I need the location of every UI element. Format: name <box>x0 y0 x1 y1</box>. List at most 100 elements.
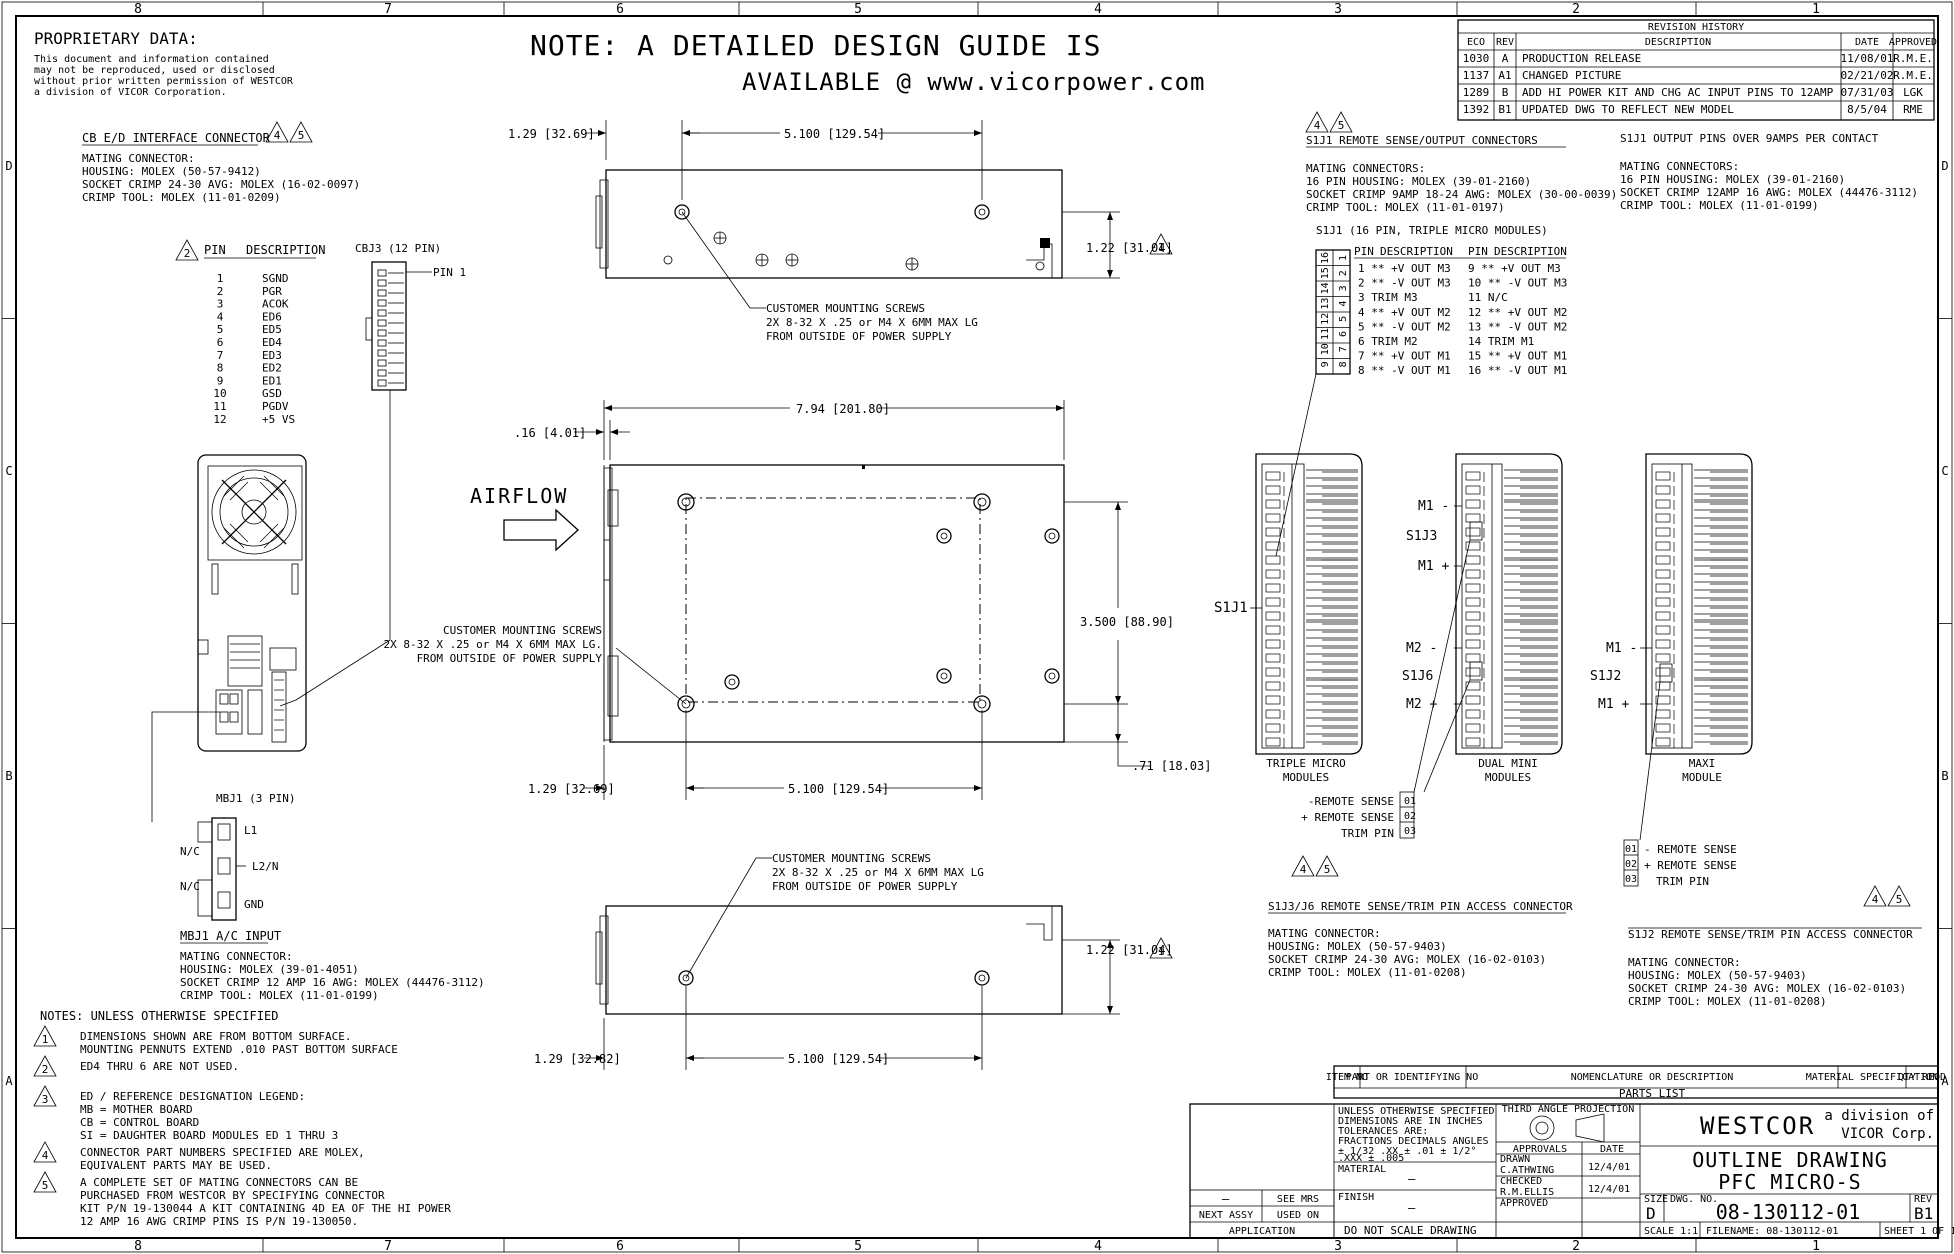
svg-text:08-130112-01: 08-130112-01 <box>1716 1200 1861 1224</box>
s1j1-conn-pin: 11 <box>1320 328 1331 340</box>
note-line: CB = CONTROL BOARD <box>80 1116 199 1129</box>
svg-text:MATING CONNECTOR:: MATING CONNECTOR: <box>180 950 293 963</box>
svg-text:12/4/01: 12/4/01 <box>1588 1184 1630 1195</box>
pin-number: 10 <box>213 387 226 400</box>
svg-text:5.100 [129.54]: 5.100 [129.54] <box>788 782 889 796</box>
note-flag-4d: 4 <box>1863 885 1887 907</box>
svg-text:1.29 [32.82]: 1.29 [32.82] <box>534 1052 621 1066</box>
rev-letter: B1 <box>1498 103 1511 116</box>
zone-label-top: 1 <box>1812 2 1820 17</box>
zone-label-left: B <box>5 769 12 783</box>
svg-text:3.500 [88.90]: 3.500 [88.90] <box>1080 615 1174 629</box>
zone-label-top: 5 <box>854 2 862 17</box>
svg-text:PIN: PIN <box>1354 245 1374 258</box>
s1j1-conn-pin: 7 <box>1338 346 1349 352</box>
pin-description: GSD <box>262 387 282 400</box>
svg-text:1: 1 <box>1158 945 1165 958</box>
svg-text:HOUSING: MOLEX (39-01-4051): HOUSING: MOLEX (39-01-4051) <box>180 963 359 976</box>
s1j1-pin-right: 15 ** +V OUT M1 <box>1468 350 1567 363</box>
svg-text:MATERIAL: MATERIAL <box>1338 1164 1386 1175</box>
s1j1-pin-right: 14 TRIM M1 <box>1468 335 1534 348</box>
svg-text:CRIMP TOOL: MOLEX (11-01-0199: CRIMP TOOL: MOLEX (11-01-0199) <box>1620 199 1819 212</box>
svg-text:1.29 [32.69]: 1.29 [32.69] <box>528 782 615 796</box>
svg-text:PART OR IDENTIFYING NO: PART OR IDENTIFYING NO <box>1346 1072 1478 1083</box>
note-flag-4c: 4 <box>1291 855 1315 877</box>
note-flag-4b: 4 <box>1305 111 1329 133</box>
pin-number: 11 <box>213 400 226 413</box>
zone-label-right: C <box>1941 464 1948 478</box>
svg-text:CB E/D INTERFACE CONNECTOR: CB E/D INTERFACE CONNECTOR <box>82 131 271 145</box>
svg-text:+ REMOTE SENSE: + REMOTE SENSE <box>1644 859 1737 872</box>
svg-text:4: 4 <box>1314 119 1321 132</box>
rev-description: ADD HI POWER KIT AND CHG AC INPUT PINS T… <box>1522 86 1834 99</box>
zone-label-bottom: 3 <box>1334 1239 1342 1254</box>
svg-text:SOCKET CRIMP 9AMP 18-24 AWG:: SOCKET CRIMP 9AMP 18-24 AWG: MOLEX (30-0… <box>1306 188 1617 201</box>
svg-text:MATERIAL SPECIFICATION: MATERIAL SPECIFICATION <box>1806 1072 1938 1083</box>
s1j1-pin-right: 13 ** -V OUT M2 <box>1468 320 1567 333</box>
note-flag-2: 2 <box>175 239 199 261</box>
svg-text:GND: GND <box>244 898 264 911</box>
svg-text:M1 +: M1 + <box>1598 697 1629 712</box>
zone-label-right: B <box>1941 769 1948 783</box>
svg-text:PROPRIETARY DATA:: PROPRIETARY DATA: <box>34 29 198 48</box>
svg-text:SCALE 1:1: SCALE 1:1 <box>1644 1226 1698 1237</box>
s1j1-conn-pin: 9 <box>1320 361 1331 367</box>
rev-date: 07/31/03 <box>1841 86 1894 99</box>
svg-text:HOUSING: MOLEX (50-57-9403): HOUSING: MOLEX (50-57-9403) <box>1628 969 1807 982</box>
svg-text:APPROVED: APPROVED <box>1889 37 1937 48</box>
svg-text:SOCKET CRIMP 24-30 AVG: MOLEX: SOCKET CRIMP 24-30 AVG: MOLEX (16-02-010… <box>1628 982 1906 995</box>
svg-text:APPLICATION: APPLICATION <box>1229 1226 1295 1237</box>
svg-text:DESCRIPTION: DESCRIPTION <box>1645 37 1711 48</box>
svg-text:PIN: PIN <box>204 243 226 257</box>
svg-text:1.29 [32.69]: 1.29 [32.69] <box>508 127 595 141</box>
svg-text:N/C: N/C <box>180 880 200 893</box>
svg-text:DATE: DATE <box>1600 1144 1624 1155</box>
svg-text:TRIM PIN: TRIM PIN <box>1341 827 1394 840</box>
rev-date: 8/5/04 <box>1847 103 1887 116</box>
s1j1-pin-right: 9 ** +V OUT M3 <box>1468 262 1561 275</box>
svg-text:16 PIN HOUSING: MOLEX (39-01-: 16 PIN HOUSING: MOLEX (39-01-2160) <box>1620 173 1845 186</box>
svg-text:S1J2 REMOTE SENSE/TRIM PIN ACC: S1J2 REMOTE SENSE/TRIM PIN ACCESS CONNEC… <box>1628 928 1913 941</box>
svg-text:C.ATHWING: C.ATHWING <box>1500 1165 1554 1176</box>
note-line: 12 AMP 16 AWG CRIMP PINS IS P/N 19-13005… <box>80 1215 358 1228</box>
pin-description: ED5 <box>262 323 282 336</box>
svg-text:—: — <box>1408 1201 1416 1215</box>
s1j1-pin-right: 11 N/C <box>1468 291 1508 304</box>
svg-text:UNLESS OTHERWISE SPECIFIED: UNLESS OTHERWISE SPECIFIED <box>1338 1106 1495 1117</box>
rev-eco: 1392 <box>1463 103 1490 116</box>
svg-text:S1J2: S1J2 <box>1590 669 1621 684</box>
svg-text:VICOR Corp.: VICOR Corp. <box>1841 1126 1934 1142</box>
svg-text:M1 +: M1 + <box>1418 559 1449 574</box>
svg-text:SOCKET CRIMP 24-30 AVG: MOLEX: SOCKET CRIMP 24-30 AVG: MOLEX (16-02-010… <box>1268 953 1546 966</box>
svg-text:CRIMP TOOL: MOLEX (11-01-0199: CRIMP TOOL: MOLEX (11-01-0199) <box>180 989 379 1002</box>
note-line: A COMPLETE SET OF MATING CONNECTORS CAN … <box>80 1176 358 1189</box>
pin-number: 2 <box>217 285 224 298</box>
svg-text:2X 8-32 X .25 or M4 X 6MM MAX: 2X 8-32 X .25 or M4 X 6MM MAX LG <box>772 866 984 879</box>
svg-text:TRIPLE MICRO: TRIPLE MICRO <box>1266 757 1345 770</box>
s1j1-conn-pin: 4 <box>1338 301 1349 307</box>
rev-description: UPDATED DWG TO REFLECT NEW MODEL <box>1522 103 1734 116</box>
zone-label-top: 2 <box>1572 2 1580 17</box>
rev-approved: R.M.E. <box>1893 69 1933 82</box>
zone-label-top: 3 <box>1334 2 1342 17</box>
s1j1-pin-left: 5 ** -V OUT M2 <box>1358 320 1451 333</box>
svg-text:+ REMOTE SENSE: + REMOTE SENSE <box>1301 811 1394 824</box>
note-flag-4: 4 <box>265 121 289 143</box>
rev-eco: 1137 <box>1463 69 1490 82</box>
svg-text:REV: REV <box>1496 37 1514 48</box>
note-line: SI = DAUGHTER BOARD MODULES ED 1 THRU 3 <box>80 1129 338 1142</box>
svg-text:M2 -: M2 - <box>1406 641 1437 656</box>
zone-label-left: A <box>5 1074 13 1088</box>
svg-text:4: 4 <box>274 129 281 142</box>
svg-text:SOCKET CRIMP 24-30 AVG: MOLEX: SOCKET CRIMP 24-30 AVG: MOLEX (16-02-009… <box>82 178 360 191</box>
svg-text:2: 2 <box>184 247 191 260</box>
s1j1-pin-left: 7 ** +V OUT M1 <box>1358 350 1451 363</box>
svg-text:AIRFLOW: AIRFLOW <box>470 484 568 508</box>
svg-text:03: 03 <box>1404 826 1416 837</box>
s1j1-pin-left: 3 TRIM M3 <box>1358 291 1418 304</box>
svg-text:MATING CONNECTOR:: MATING CONNECTOR: <box>1628 956 1741 969</box>
